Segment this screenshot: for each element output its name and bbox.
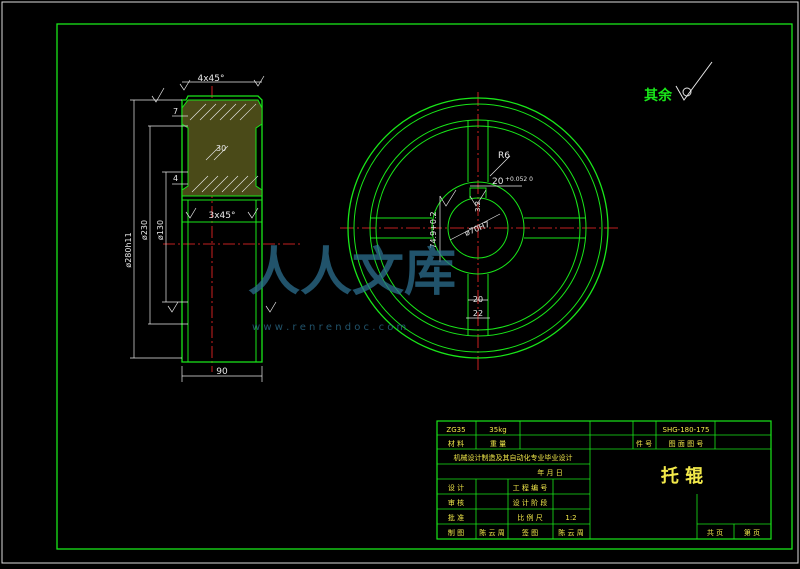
dim-4: 4 [173, 174, 178, 183]
front-view: R6 20 +0.052 0 74.9+0.2 ø70H7 3.2 20 22 [340, 92, 618, 370]
weight-label: 重 量 [490, 440, 506, 448]
approve-label: 批 准 [448, 513, 464, 522]
spokes [370, 120, 586, 336]
roughness-note: 其余 [644, 87, 673, 104]
watermark: 人人文库 w w w . r e n r e n d o c . c o m [248, 243, 456, 333]
dim-slot-20: 20 [473, 295, 483, 304]
front-dimensions [439, 155, 522, 319]
watermark-url: w w w . r e n r e n d o c . c o m [252, 322, 406, 333]
left-dimensions [130, 81, 263, 382]
dim-slot-22: 22 [473, 309, 483, 318]
school-title: 机械设计制造及其自动化专业毕业设计 [454, 453, 573, 462]
dim-keyway-tol: +0.052 0 [505, 176, 533, 183]
scale-value: 1:2 [565, 514, 576, 522]
dim-keyway: 20 [492, 177, 504, 187]
rim-outline [181, 95, 263, 363]
rim-inner-circle-2 [375, 125, 581, 331]
dim-width-90: 90 [216, 367, 228, 377]
dim-30: 30 [216, 144, 226, 153]
drawing-label: 制 图 [448, 528, 464, 537]
scale-label: 比 例 尺 [517, 513, 542, 522]
outer-circle [347, 97, 609, 359]
ref-label: 图 面 图 号 [669, 440, 704, 448]
weight-value: 35kg [489, 426, 506, 434]
dim-chamfer-bottom: 3x45° [208, 211, 235, 221]
bore-circle [447, 197, 509, 259]
sheets-label: 共 页 [707, 528, 723, 537]
check-label: 审 核 [448, 498, 464, 507]
roughness-circle-icon [682, 87, 692, 97]
drawing-number: SHG-180-175 [663, 426, 710, 434]
design-label: 设 计 [448, 483, 464, 492]
hatched-section [181, 99, 263, 197]
dim-r6: R6 [498, 151, 510, 161]
part-name: 托 辊 [661, 465, 703, 487]
dim-dia-130: ø130 [156, 220, 165, 240]
signature-2: 陈 云 周 [558, 528, 583, 537]
keyway [469, 187, 487, 198]
rim-inner-circle [369, 119, 587, 337]
section-view: 4x45° 3x45° 7 30 4 ø280h11 ø230 ø130 90 [124, 74, 300, 382]
sheet-label: 第 页 [744, 528, 760, 537]
material-label: 材 料 [448, 439, 464, 448]
material-value: ZG35 [446, 426, 465, 434]
pieces-label: 件 号 [636, 439, 652, 448]
hatch-lines [189, 103, 259, 193]
dim-depth: 74.9+0.2 [429, 211, 438, 248]
dim-bore: ø70H7 [463, 220, 491, 238]
signature-1: 陈 云 周 [479, 528, 504, 537]
dim-chamfer-top: 4x45° [197, 74, 224, 84]
title-grid [437, 421, 771, 539]
watermark-logo: 人人文库 [248, 243, 456, 303]
outer-circle-2 [353, 103, 603, 353]
hub-circle [431, 181, 525, 275]
dim-dia-280: ø280h11 [124, 232, 133, 267]
dim-rough: 3.2 [474, 201, 482, 212]
title-block: ZG35 35kg 材 料 重 量 SHG-180-175 件 号 图 面 图 … [436, 420, 772, 540]
title-block-frame [436, 420, 772, 540]
roughness-symbol-icon [675, 61, 713, 101]
seal: 签 图 [522, 528, 538, 537]
roughness-marks [151, 75, 277, 313]
stage-label: 设 计 阶 段 [513, 498, 548, 507]
dim-7: 7 [173, 107, 178, 116]
date-label: 年 月 日 [537, 468, 562, 477]
project-label: 工 程 编 号 [513, 483, 548, 492]
dim-dia-230: ø230 [140, 220, 149, 240]
inner-frame [56, 23, 793, 550]
